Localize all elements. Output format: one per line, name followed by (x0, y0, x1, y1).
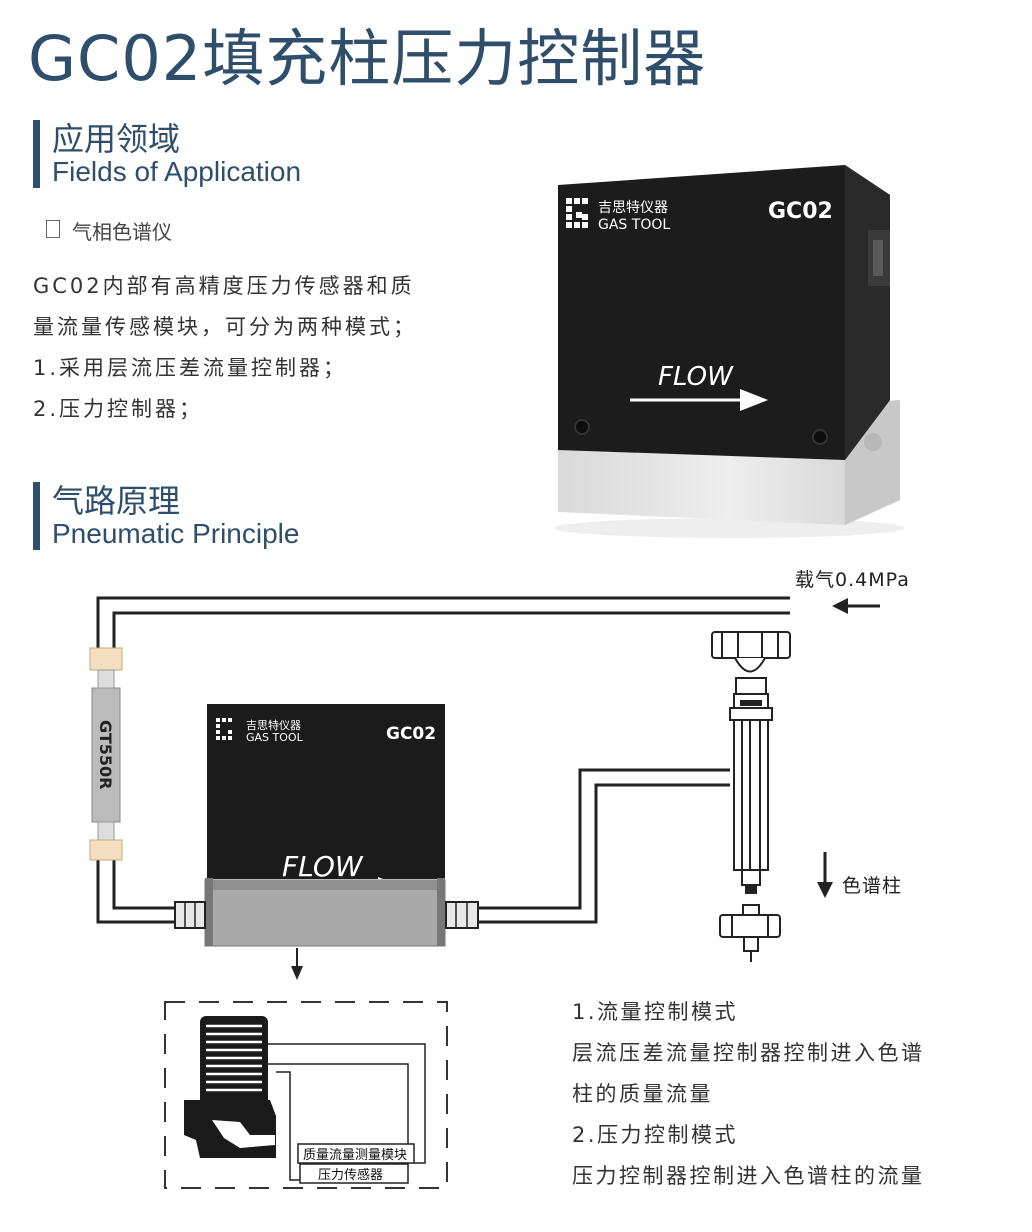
bullet-icon (46, 220, 60, 238)
leader-lines (268, 1043, 426, 1181)
flow-arrow-icon (740, 389, 768, 411)
detail-arrow-icon (291, 966, 303, 980)
brand-name-cn: 吉思特仪器 (246, 718, 301, 732)
injector-assembly (711, 631, 791, 894)
section-bar-principle (33, 482, 40, 550)
description: GC02内部有高精度压力传感器和质 量流量传感模块，可分为两种模式； 1.采用层… (33, 270, 417, 434)
mode-line: 层流压差流量控制器控制进入色谱 (572, 1041, 925, 1065)
fitting-right (445, 901, 479, 929)
gas-line (96, 596, 790, 924)
flow-label: FLOW (658, 362, 734, 392)
brand-name-en: GAS TOOL (246, 731, 304, 744)
pneumatic-diagram: 载气0.4MPa GT550R 吉思特仪器 GAS TOOL GC02 FLOW (89, 569, 910, 1189)
fields-heading-en: Fields of Application (52, 156, 302, 187)
column-label: 色谱柱 (842, 875, 902, 897)
section-bar-fields (33, 120, 40, 188)
description-line: 2.压力控制器； (33, 397, 204, 421)
module-label: 质量流量测量模块 (303, 1148, 407, 1163)
product-image: 吉思特仪器 GAS TOOL GC02 FLOW (555, 165, 905, 538)
pressure-sensor-drawing (184, 1016, 276, 1158)
brand-logo-icon (566, 198, 588, 228)
sensor-label-box (299, 1163, 409, 1184)
brand-name-en: GAS TOOL (598, 217, 670, 233)
controller-model: GC02 (386, 724, 436, 744)
description-line: 量流量传感模块，可分为两种模式； (33, 315, 417, 339)
column-arrow-icon (817, 882, 833, 898)
application-item: 气相色谱仪 (72, 220, 172, 244)
mode-line: 1.流量控制模式 (572, 1000, 739, 1024)
fields-heading-cn: 应用领域 (52, 120, 181, 158)
brand-name-cn: 吉思特仪器 (598, 200, 668, 216)
principle-heading-en: Pneumatic Principle (52, 518, 300, 549)
mode-line: 压力控制器控制进入色谱柱的流量 (572, 1164, 925, 1188)
page-title: GC02填充柱压力控制器 (28, 22, 707, 95)
description-line: 1.采用层流压差流量控制器； (33, 356, 348, 380)
detail-box (164, 1001, 448, 1189)
mode-line: 柱的质量流量 (572, 1082, 713, 1106)
brand-logo-icon (216, 718, 232, 740)
controller-flow-label: FLOW (282, 850, 364, 883)
column-nut (719, 904, 781, 962)
sensor-label: 压力传感器 (318, 1167, 383, 1183)
description-line: GC02内部有高精度压力传感器和质 (33, 274, 415, 298)
product-model: GC02 (768, 199, 833, 224)
mode-notes: 1.流量控制模式 层流压差流量控制器控制进入色谱 柱的质量流量 2.压力控制模式… (572, 996, 925, 1201)
principle-heading-cn: 气路原理 (52, 482, 181, 520)
filter-label: GT550R (96, 720, 115, 789)
mode-line: 2.压力控制模式 (572, 1123, 739, 1147)
fitting-left (174, 901, 206, 929)
carrier-gas-label: 载气0.4MPa (795, 569, 910, 591)
module-label-box (297, 1143, 415, 1164)
inlet-arrow-icon (832, 598, 848, 614)
controller-body (207, 704, 445, 879)
